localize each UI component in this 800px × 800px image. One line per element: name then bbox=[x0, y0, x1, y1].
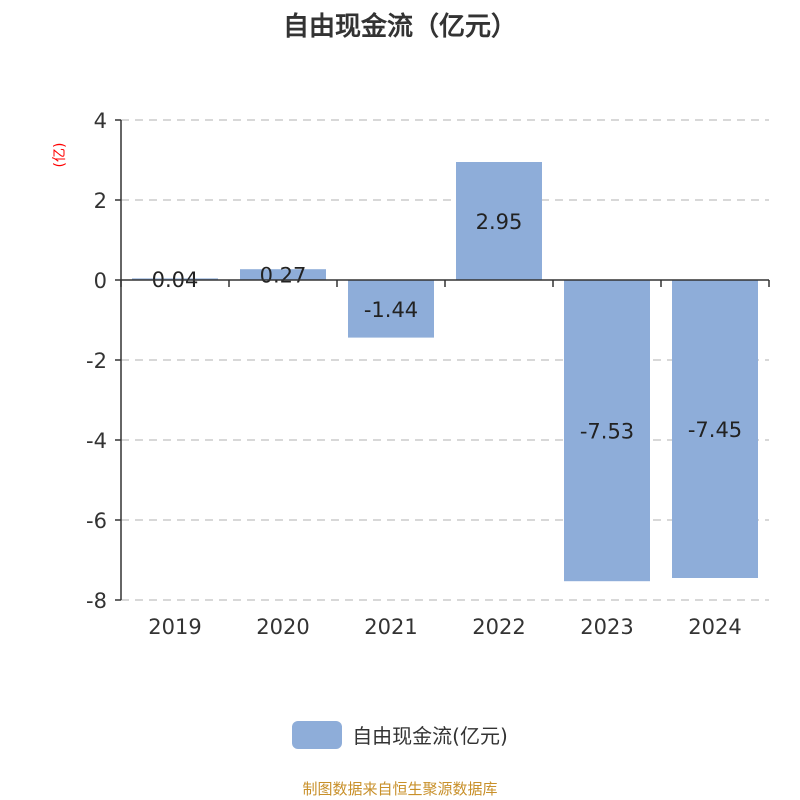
source-note: 制图数据来自恒生聚源数据库 bbox=[302, 780, 498, 798]
bar-2022 bbox=[456, 162, 542, 280]
legend[interactable]: 自由现金流(亿元) bbox=[0, 720, 800, 749]
y-tick-label: 0 bbox=[94, 269, 107, 293]
chart-title: 自由现金流（亿元） bbox=[282, 12, 517, 42]
y-tick-label: -8 bbox=[86, 589, 107, 613]
bar-2023 bbox=[564, 280, 650, 582]
legend-swatch bbox=[292, 720, 343, 749]
y-tick-label: 4 bbox=[94, 109, 107, 133]
x-tick-label: 2020 bbox=[256, 615, 309, 639]
y-tick-label: -2 bbox=[86, 349, 107, 373]
x-tick-label: 2019 bbox=[148, 615, 201, 639]
x-tick-label: 2024 bbox=[688, 615, 741, 639]
data-label: 0.27 bbox=[260, 264, 307, 288]
y-tick-label: -6 bbox=[86, 509, 107, 533]
data-label: -1.44 bbox=[364, 298, 418, 322]
bar-chart: 420-2-4-6-80.0420190.272020-1.4420212.95… bbox=[52, 109, 770, 639]
bar-2019 bbox=[132, 278, 218, 280]
data-label: 2.95 bbox=[476, 210, 523, 234]
legend-label: 自由现金流(亿元) bbox=[352, 724, 508, 748]
x-tick-label: 2023 bbox=[580, 615, 633, 639]
x-tick-label: 2022 bbox=[472, 615, 525, 639]
x-tick-label: 2021 bbox=[364, 615, 417, 639]
bar-2020 bbox=[240, 269, 326, 280]
bar-2024 bbox=[672, 280, 758, 578]
data-label: -7.53 bbox=[580, 420, 634, 444]
y-axis-label: (亿) bbox=[52, 143, 68, 168]
bar-2021 bbox=[348, 280, 434, 338]
y-tick-label: -4 bbox=[86, 429, 107, 453]
data-label: -7.45 bbox=[688, 418, 742, 442]
y-tick-label: 2 bbox=[94, 189, 107, 213]
